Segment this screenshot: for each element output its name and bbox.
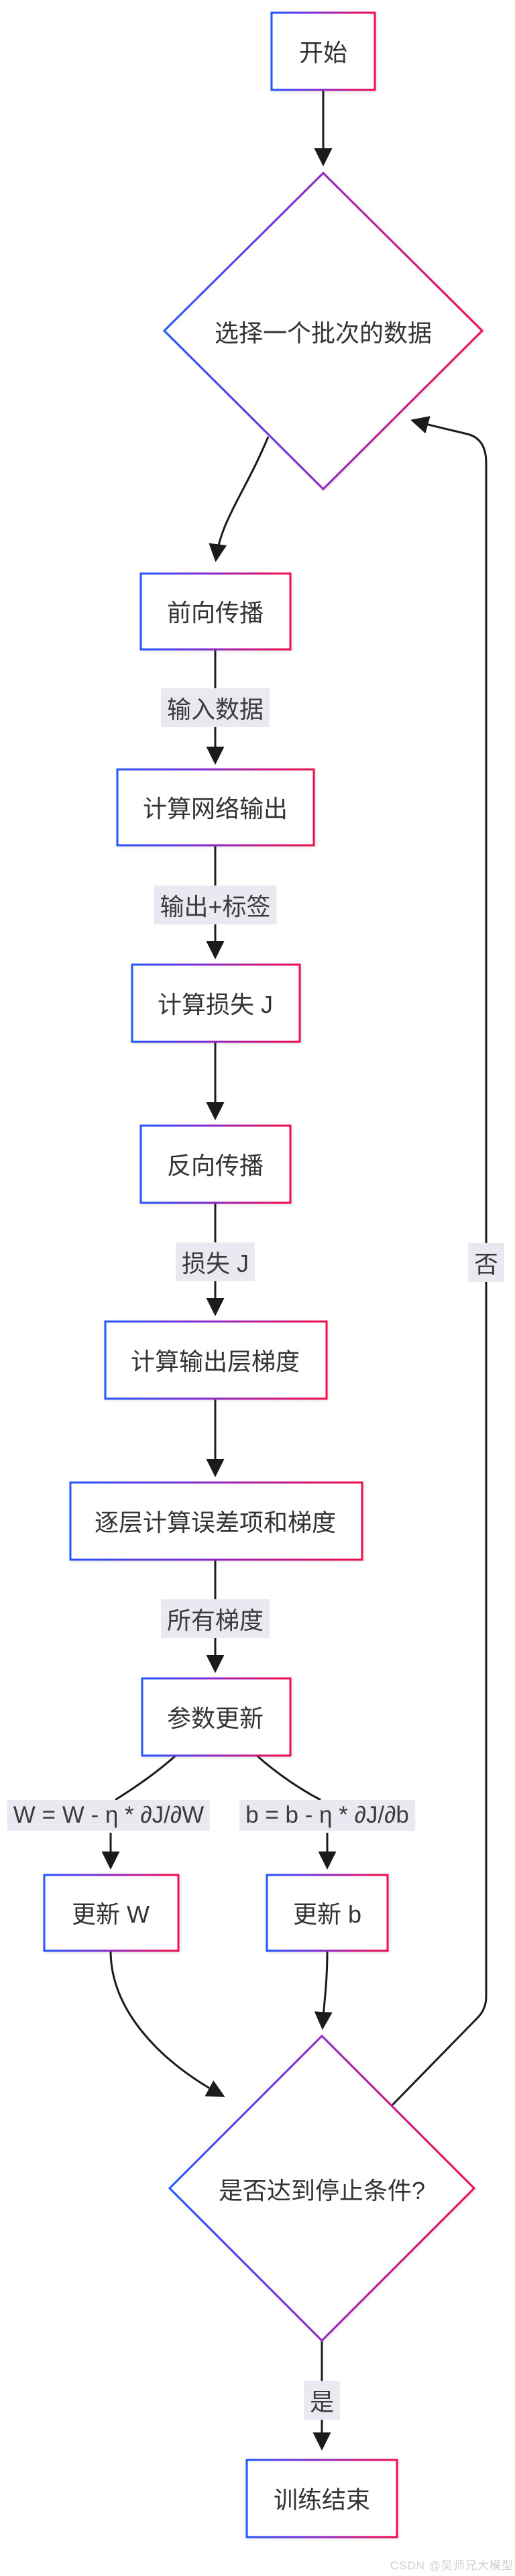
edge-updateb-to-stopcond [314,1950,333,2031]
node-stop-condition-label: 是否达到停止条件? [218,2177,426,2204]
node-param-update-label: 参数更新 [166,1705,264,1732]
node-layerwise-grads-label: 逐层计算误差项和梯度 [94,1509,337,1536]
node-compute-net-output-shape [116,768,315,847]
node-end-label: 训练结束 [273,2486,371,2514]
node-compute-loss-label: 计算损失 J [157,991,274,1018]
node-forward-prop-shape [139,572,292,651]
edge-label-yes: 是 [303,2381,341,2420]
edge-label-w-update-formula: W = W - η * ∂J/∂W [7,1800,211,1831]
flow-node-shapes [43,11,484,2538]
node-stop-condition-shape [168,2034,476,2343]
node-update-w-shape [43,1874,180,1952]
node-start-label: 开始 [298,39,348,66]
edge-updatew-to-stopcond [109,1950,225,2097]
edge-label-all-grads: 所有梯度 [160,1599,270,1638]
node-select-batch-label: 选择一个批次的数据 [214,319,433,347]
edge-label-input-data: 输入数据 [160,688,270,727]
node-update-b-shape [266,1874,389,1952]
node-end-shape [245,2459,398,2538]
edge-label-output-plus-label: 输出+标签 [154,885,277,924]
node-back-prop-shape [139,1124,292,1204]
node-start-shape [270,11,376,91]
node-compute-loss-shape [131,963,301,1043]
edge-label-no: 否 [467,1243,505,1282]
node-output-layer-grad-shape [104,1320,328,1400]
edge-select-to-forward [209,436,270,563]
edge-label-b-update-formula: b = b - η * ∂J/∂b [239,1800,415,1831]
node-back-prop-label: 反向传播 [166,1152,264,1179]
node-layerwise-grads-shape [69,1481,363,1561]
node-update-w-label: 更新 W [72,1900,150,1928]
watermark-text: CSDN @吴师兄大模型 [390,2559,514,2572]
node-param-update-shape [141,1677,292,1757]
node-forward-prop-label: 前向传播 [166,599,264,627]
node-compute-net-output-label: 计算网络输出 [142,795,288,822]
edge-stopcond-no-loop [391,416,488,2106]
flow-edges [101,90,488,2451]
edge-label-loss-j: 损失 J [175,1242,255,1281]
node-select-batch-shape [162,171,484,491]
node-update-b-label: 更新 b [292,1900,362,1928]
edge-paramupdate-to-blabel [255,1754,321,1801]
edge-paramupdate-to-wlabel [115,1754,177,1801]
node-output-layer-grad-label: 计算输出层梯度 [130,1348,300,1375]
